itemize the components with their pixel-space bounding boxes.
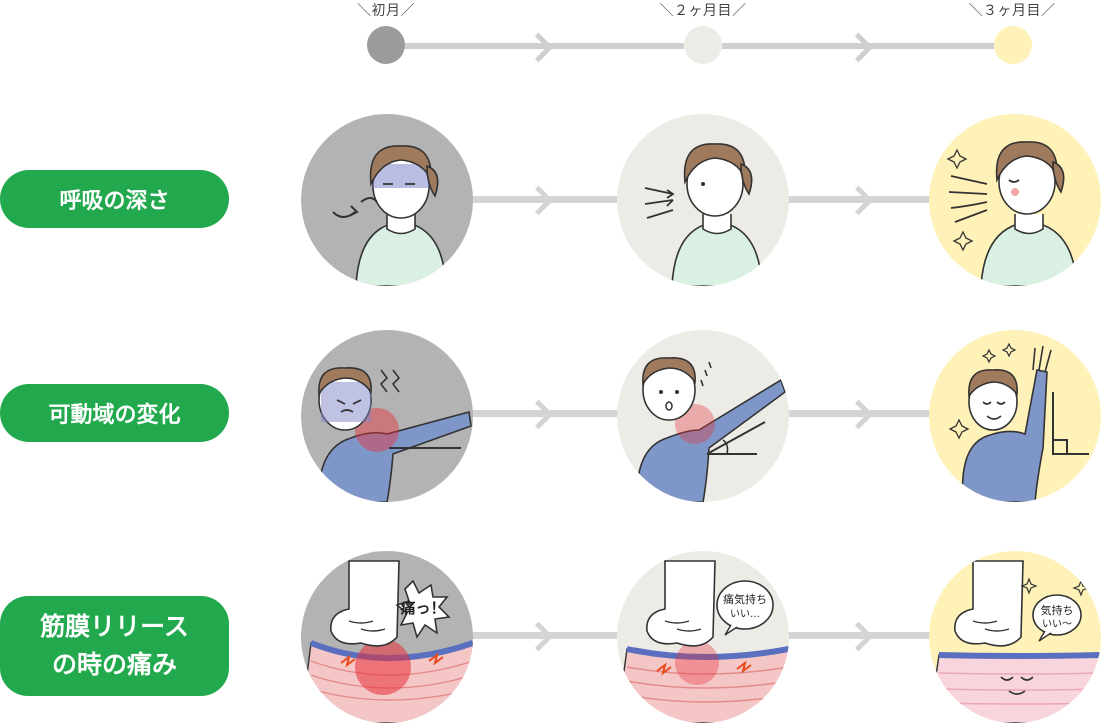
breathing-month2-illustration bbox=[617, 114, 789, 286]
timeline-connector-1 bbox=[405, 43, 684, 49]
fascia-month2-illustration: 痛気持ち いい… bbox=[617, 551, 789, 723]
rom-month2-illustration bbox=[617, 330, 789, 502]
chevron-right-icon bbox=[843, 32, 874, 63]
chevron-right-icon bbox=[523, 621, 554, 652]
fascia-month1-illustration: 痛っ！ bbox=[301, 551, 473, 723]
chevron-right-icon bbox=[523, 399, 554, 430]
row-label-range-of-motion: 可動域の変化 bbox=[0, 384, 229, 442]
timeline-connector-2 bbox=[722, 43, 994, 49]
breathing-month1-illustration bbox=[301, 114, 473, 286]
chevron-right-icon bbox=[843, 621, 874, 652]
fascia-month3-illustration: 気持ち いい〜 bbox=[929, 551, 1101, 723]
timeline-dot-month-3 bbox=[994, 26, 1032, 64]
chevron-right-icon bbox=[843, 399, 874, 430]
speech-bubble-comfort-end-line2: いい〜 bbox=[1042, 619, 1072, 630]
month-label-2: ＼２ヶ月目／ bbox=[659, 3, 747, 19]
row-label-text-line2: の時の痛み bbox=[51, 650, 177, 679]
row-connector bbox=[786, 410, 936, 417]
row-label-text: 呼吸の深さ bbox=[59, 189, 170, 214]
row-label-breathing: 呼吸の深さ bbox=[0, 170, 229, 228]
timeline-dot-month-1 bbox=[367, 26, 405, 64]
speech-bubble-comfort-end-line1: 気持ち bbox=[1041, 603, 1074, 617]
row-connector bbox=[470, 410, 620, 417]
row-connector bbox=[786, 196, 936, 203]
month-label-3: ＼３ヶ月目／ bbox=[968, 3, 1056, 19]
chevron-right-icon bbox=[523, 32, 554, 63]
row-label-text: 可動域の変化 bbox=[48, 403, 181, 428]
rom-month1-illustration bbox=[301, 330, 473, 502]
row-connector bbox=[470, 632, 620, 639]
row-label-text-line1: 筋膜リリース bbox=[40, 612, 189, 641]
rom-month3-illustration bbox=[929, 330, 1101, 502]
speech-bubble-comfort-mid-line2: いい… bbox=[730, 609, 760, 620]
month-label-1: ＼初月／ bbox=[357, 3, 415, 19]
breathing-month3-illustration bbox=[929, 114, 1101, 286]
speech-bubble-pain: 痛っ！ bbox=[399, 599, 445, 617]
row-connector bbox=[470, 196, 620, 203]
speech-bubble-comfort-mid-line1: 痛気持ち bbox=[723, 592, 767, 606]
row-label-fascia-pain: 筋膜リリース の時の痛み bbox=[0, 596, 229, 696]
chevron-right-icon bbox=[843, 185, 874, 216]
chevron-right-icon bbox=[523, 185, 554, 216]
row-connector bbox=[786, 632, 936, 639]
timeline-dot-month-2 bbox=[684, 26, 722, 64]
